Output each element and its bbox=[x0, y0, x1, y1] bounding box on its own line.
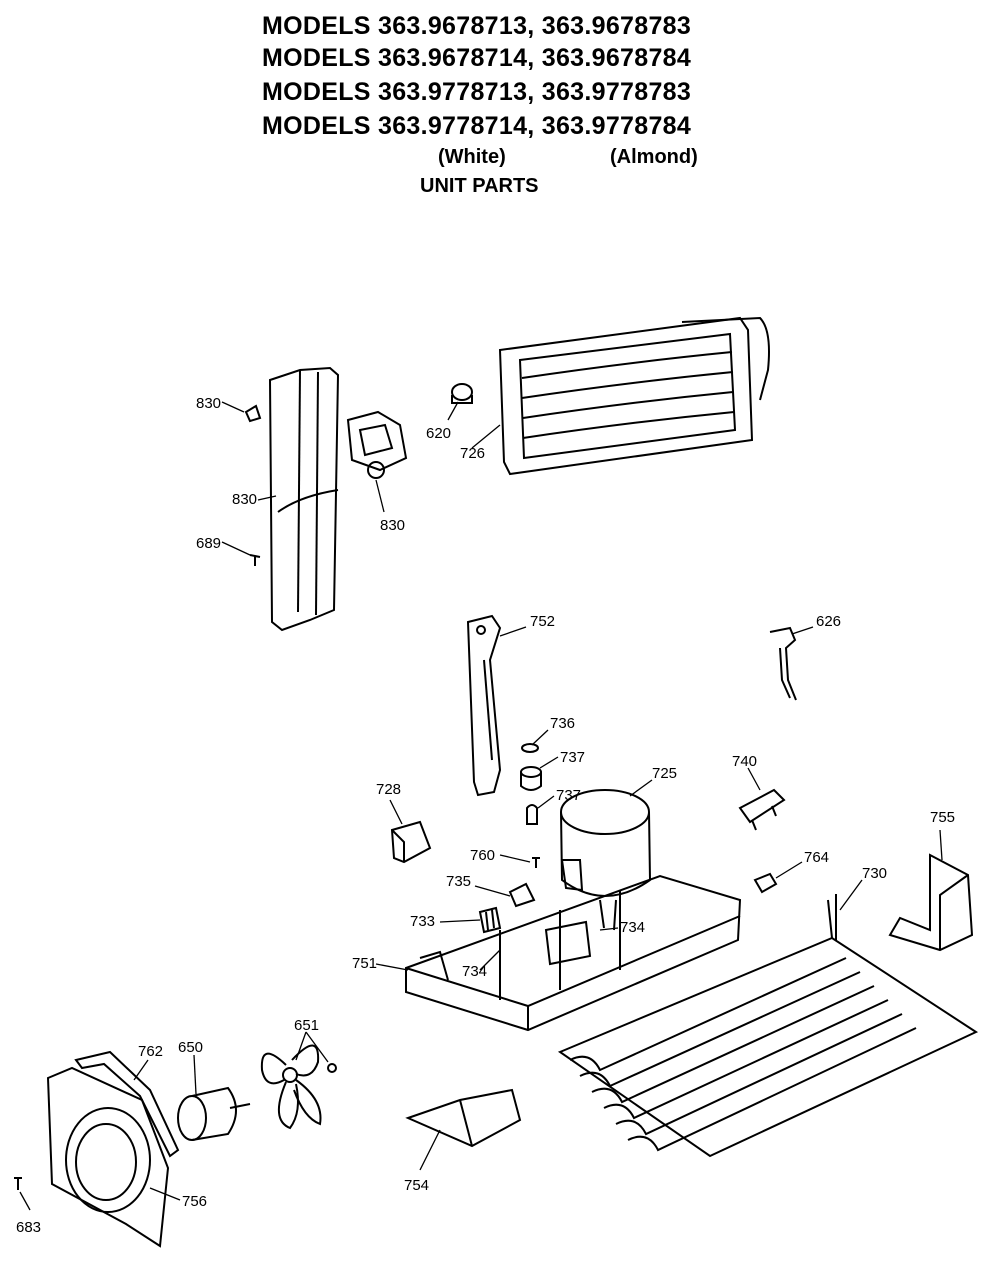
sleeve-737 bbox=[526, 804, 538, 825]
timer-830 bbox=[346, 410, 408, 479]
callout-830-c: 830 bbox=[380, 517, 405, 534]
relay-728 bbox=[390, 820, 432, 864]
bracket-755 bbox=[888, 853, 974, 952]
color-white-label: (White) bbox=[438, 146, 506, 168]
callout-730: 730 bbox=[862, 865, 887, 882]
callout-735: 735 bbox=[446, 873, 471, 890]
callout-726: 726 bbox=[460, 445, 485, 462]
fan-blade-651 bbox=[260, 1044, 337, 1130]
callout-728: 728 bbox=[376, 781, 401, 798]
gasket-762 bbox=[74, 1050, 180, 1158]
callout-760: 760 bbox=[470, 847, 495, 864]
thermostat-620 bbox=[451, 383, 473, 404]
screw-760 bbox=[532, 857, 540, 868]
callout-650: 650 bbox=[178, 1039, 203, 1056]
drain-pan-754 bbox=[405, 1088, 522, 1148]
callout-725: 725 bbox=[652, 765, 677, 782]
callout-737-b: 737 bbox=[556, 787, 581, 804]
callout-764: 764 bbox=[804, 849, 829, 866]
relay-740 bbox=[738, 788, 786, 831]
callout-620: 620 bbox=[426, 425, 451, 442]
clip-764 bbox=[753, 872, 778, 894]
grommet-736 bbox=[521, 743, 539, 753]
screw-683 bbox=[14, 1177, 22, 1190]
callout-737-a: 737 bbox=[560, 749, 585, 766]
callout-754: 754 bbox=[404, 1177, 429, 1194]
callout-733: 733 bbox=[410, 913, 435, 930]
callout-683: 683 bbox=[16, 1219, 41, 1236]
leader-lines bbox=[19, 401, 943, 1211]
bracket-752 bbox=[466, 614, 502, 797]
callout-762: 762 bbox=[138, 1043, 163, 1060]
model-line-2: MODELS 363.9678714, 363.9678784 bbox=[262, 44, 692, 72]
callout-830-b: 830 bbox=[232, 491, 257, 508]
channel-830 bbox=[268, 366, 340, 632]
callout-689: 689 bbox=[196, 535, 221, 552]
model-line-3: MODELS 363.9778713, 363.9778783 bbox=[262, 78, 692, 106]
callout-651: 651 bbox=[294, 1017, 319, 1034]
callout-736: 736 bbox=[550, 715, 575, 732]
model-line-4: MODELS 363.9778714, 363.9778784 bbox=[262, 112, 692, 140]
condenser-730 bbox=[557, 894, 979, 1158]
callout-734-b: 734 bbox=[462, 963, 487, 980]
grommet-737 bbox=[520, 766, 542, 791]
callout-830-a: 830 bbox=[196, 395, 221, 412]
color-almond-label: (Almond) bbox=[610, 146, 698, 168]
callout-752: 752 bbox=[530, 613, 555, 630]
wire-626 bbox=[769, 626, 797, 701]
callout-734-a: 734 bbox=[620, 919, 645, 936]
callout-751: 751 bbox=[352, 955, 377, 972]
shroud-756 bbox=[46, 1066, 170, 1248]
plug-733 bbox=[478, 906, 502, 934]
compressor-725 bbox=[560, 789, 652, 931]
screw-689 bbox=[249, 554, 261, 566]
base-pan-751 bbox=[405, 874, 742, 1032]
cover-735 bbox=[508, 882, 536, 908]
clip-830 bbox=[244, 404, 262, 423]
fan-motor-650 bbox=[177, 1086, 251, 1141]
callout-626: 626 bbox=[816, 613, 841, 630]
callout-756: 756 bbox=[182, 1193, 207, 1210]
callout-740: 740 bbox=[732, 753, 757, 770]
section-title: UNIT PARTS bbox=[420, 175, 539, 197]
evaporator-726 bbox=[498, 316, 770, 476]
model-line-1: MODELS 363.9678713, 363.9678783 bbox=[262, 12, 692, 40]
callout-755: 755 bbox=[930, 809, 955, 826]
